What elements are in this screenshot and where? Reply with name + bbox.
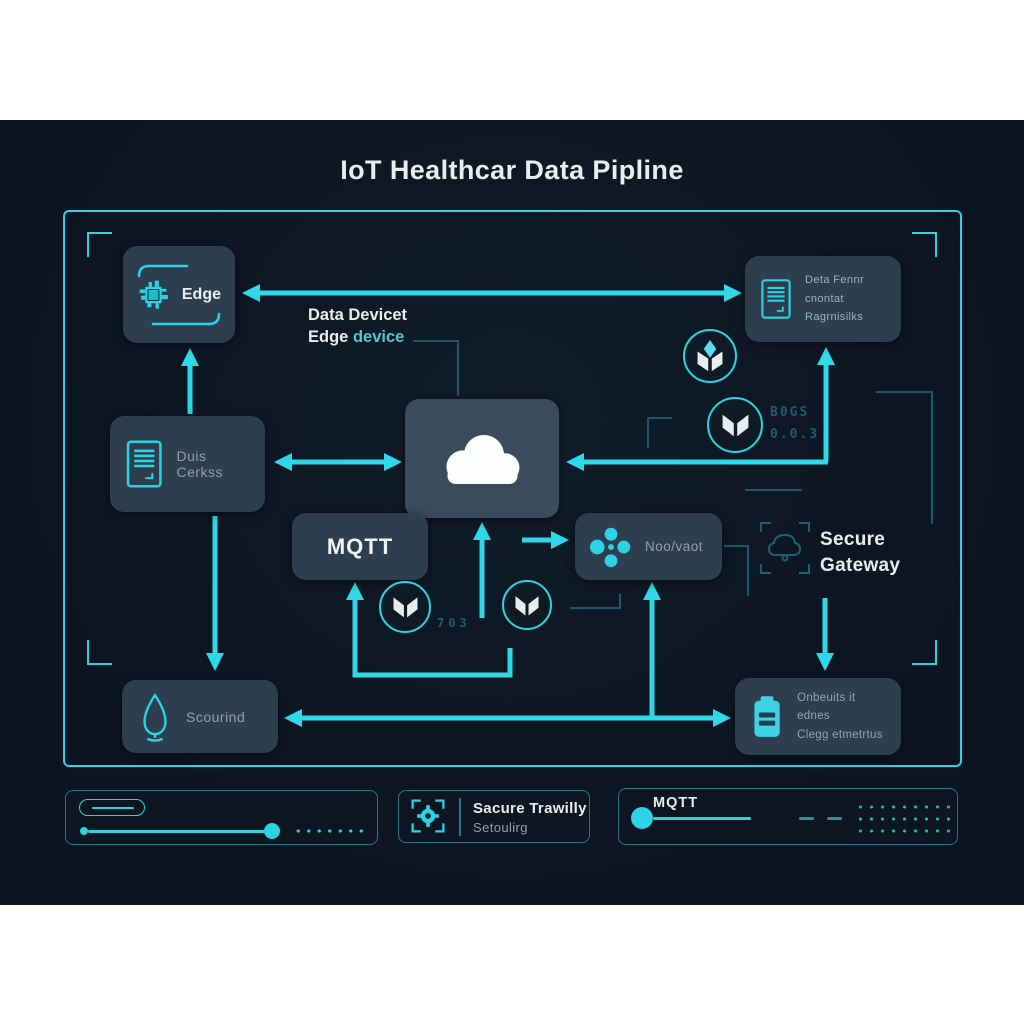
node-edge: Edge [123, 246, 235, 343]
slider-handle[interactable] [264, 823, 280, 839]
secure-gateway-icon [760, 522, 810, 574]
slider-step-dots [293, 827, 365, 835]
corner-bracket-decoration [137, 264, 221, 326]
node-cloud [405, 399, 559, 518]
gear-target-icon [411, 799, 445, 833]
mqtt-slider-track[interactable] [653, 816, 751, 820]
badge-version-text: B0GS 0.0.3 [770, 405, 820, 442]
diagram-frame [63, 210, 962, 767]
node-data-report-text: Deta Fennr cnontat Ragrnisilks [805, 273, 865, 324]
document-icon [126, 440, 162, 488]
signal-dash [799, 817, 814, 820]
chevron-icon [515, 595, 539, 615]
chip-icon [139, 280, 168, 309]
node-devices: Duis Cerkss [110, 416, 265, 512]
footer-mqtt-panel: MQTT [618, 788, 958, 845]
node-security-label: Scourind [186, 708, 246, 725]
device-caption-line1: Data Devicet [308, 306, 408, 324]
badge-chevron-3 [502, 580, 552, 630]
battery-icon [754, 695, 780, 737]
badge-chevron-1 [707, 397, 763, 453]
node-battery-text: Onbeuits it ednes Clegg etmetrtus [797, 691, 883, 741]
node-battery: Onbeuits it ednes Clegg etmetrtus [735, 678, 901, 755]
device-caption: Data Devicet Edge device [308, 304, 407, 348]
badge-sprout [683, 329, 737, 383]
status-panel-title: Sacure Trawilly [473, 800, 587, 817]
document-icon [761, 279, 791, 319]
signal-dash [827, 817, 842, 820]
footer-status-panel: Sacure Trawilly Setoulirg [398, 790, 590, 843]
device-caption-line2: Edge device [308, 328, 405, 346]
secure-gateway-caption: Secure Gateway [820, 529, 901, 576]
panel-divider [459, 798, 461, 836]
slider-start-dot [80, 827, 88, 835]
node-data-report: Deta Fennr cnontat Ragrnisilks [745, 256, 901, 342]
node-cluster-label: Noo/vaot [645, 539, 704, 554]
chevron-icon [722, 414, 748, 437]
badge-number-text: 703 [437, 616, 471, 630]
sprout-icon [697, 340, 723, 372]
badge-chevron-2 [379, 581, 431, 633]
mqtt-panel-label: MQTT [653, 795, 699, 811]
node-mqtt: MQTT [292, 513, 428, 580]
node-edge-label: Edge [181, 285, 221, 303]
status-panel-subtitle: Setoulirg [473, 820, 528, 835]
cluster-icon [589, 527, 631, 567]
progress-pill [79, 799, 145, 816]
mqtt-slider-handle[interactable] [631, 807, 653, 829]
node-security: Scourind [122, 680, 278, 753]
node-mqtt-label: MQTT [326, 533, 394, 559]
node-devices-label: Duis Cerkss [176, 448, 224, 480]
node-cluster: Noo/vaot [575, 513, 722, 580]
lock-drop-icon [143, 692, 167, 742]
diagram-title: IoT Healthcar Data Pipline [340, 155, 684, 185]
footer-slider-panel [65, 790, 378, 845]
dot-matrix [855, 801, 951, 837]
cloud-icon [446, 434, 520, 484]
slider-track[interactable] [88, 829, 265, 833]
progress-pill-bar [92, 806, 134, 809]
chevron-icon [393, 597, 417, 618]
